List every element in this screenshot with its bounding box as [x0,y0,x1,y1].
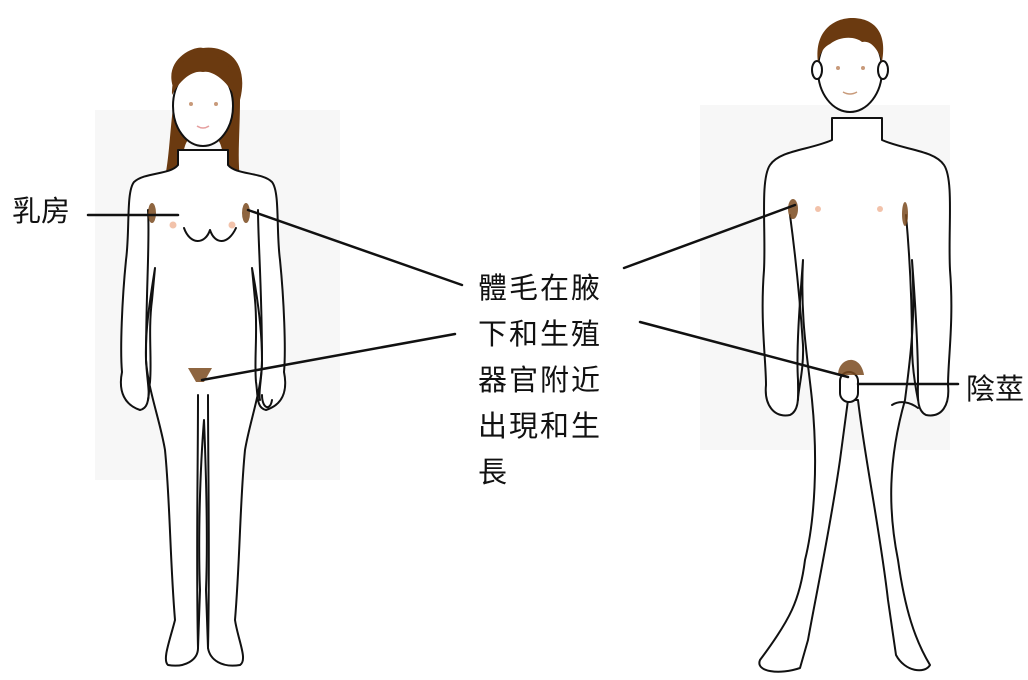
label-body-hair-line-3: 器官附近 [478,357,602,403]
label-body-hair-line-2: 下和生殖 [478,311,602,357]
label-body-hair-line-5: 長 [478,449,602,495]
male-ear-right [878,61,888,79]
male-ear-left [812,61,822,79]
label-body-hair-line-1: 體毛在腋 [478,265,602,311]
label-breast: 乳房 [12,197,70,226]
female-body-outline [121,150,285,666]
label-body-hair-line-4: 出現和生 [478,403,602,449]
label-body-hair: 體毛在腋 下和生殖 器官附近 出現和生 長 [478,265,602,495]
label-penis: 陰莖 [966,375,1024,404]
